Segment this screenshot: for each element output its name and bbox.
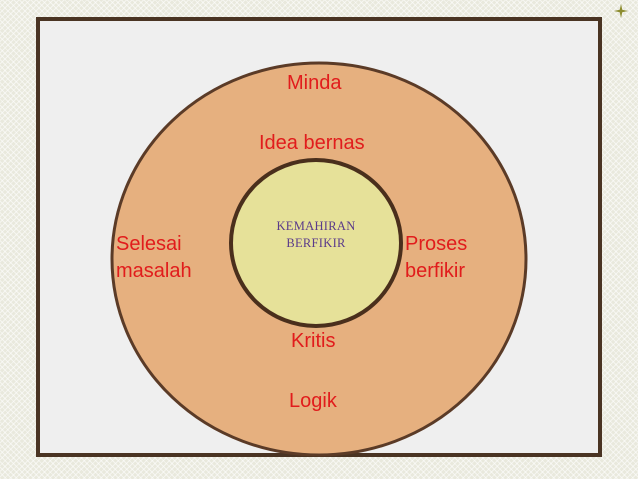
label-selesai-masalah: Selesai masalah [116,231,192,285]
label-logik: Logik [289,390,337,412]
label-proses: Proses [405,233,468,255]
inner-circle [229,158,403,328]
label-selesai: Selesai [116,233,182,255]
corner-ornament-icon [614,4,628,18]
center-title: KEMAHIRAN BERFIKIR [250,218,382,252]
label-proses-berfikir: Proses berfikir [405,231,467,285]
center-title-line-2: BERFIKIR [286,236,346,250]
label-berfikir: berfikir [405,260,466,282]
center-title-line-1: KEMAHIRAN [276,219,356,233]
label-masalah: masalah [116,260,192,282]
label-kritis: Kritis [291,330,336,352]
label-idea-bernas: Idea bernas [259,132,365,154]
label-minda: Minda [287,72,342,94]
